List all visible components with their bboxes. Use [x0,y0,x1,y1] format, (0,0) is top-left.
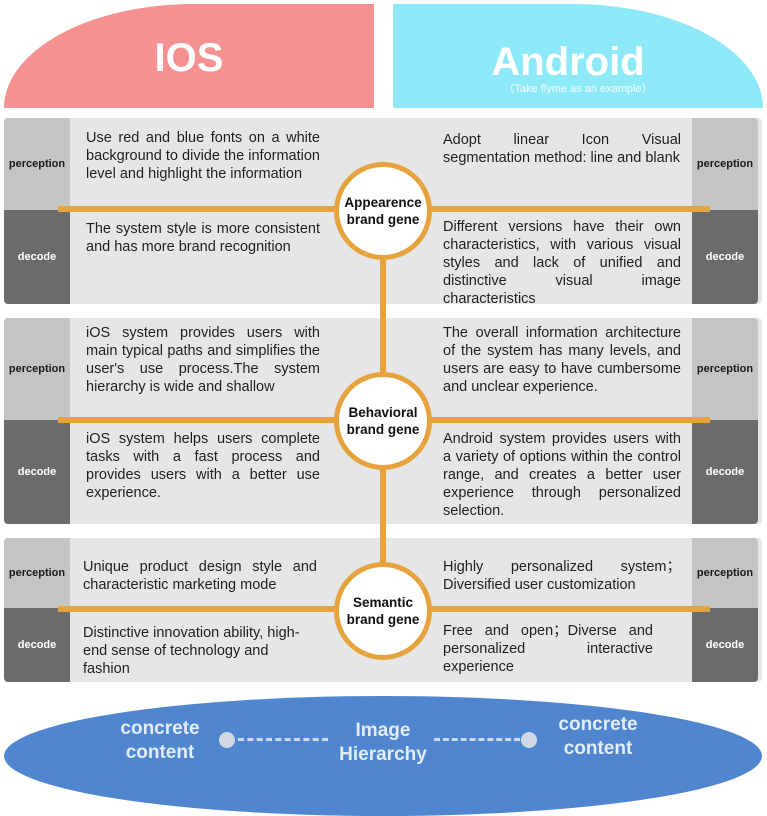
android-perception-text: Highly personalized system；Diversified u… [443,559,681,593]
android-perception-label: perception [692,318,758,420]
footer-right-text: concrete content [558,714,638,759]
ios-perception-label: perception [4,538,70,608]
appearance-gene-node: Appearence brand gene [334,162,432,260]
footer-left-dot [219,732,235,748]
semantic-gene-node: Semantic brand gene [334,562,432,660]
android-decode-text: Android system provides users with a var… [443,431,681,519]
android-perception-text: Adopt linear Icon Visual segmentation me… [443,132,681,166]
android-perception-label: perception [692,538,758,608]
ios-header: IOS [4,4,374,108]
footer-center-text: Image Hierarchy [339,720,427,765]
semantic-gene-label: Semantic brand gene [346,595,420,627]
android-title: Android [491,40,645,84]
android-header: Android （Take flyme as an example） [393,4,763,108]
ios-decode-label: decode [4,210,70,304]
ios-perception-text: Use red and blue fonts on a white backgr… [86,130,320,182]
footer-right-dot [521,732,537,748]
behavioral-gene-node: Behavioral brand gene [334,372,432,470]
ios-decode-text: iOS system helps users complete tasks wi… [86,431,320,501]
android-decode-text: Different versions have their own charac… [443,219,681,307]
ios-decode-label: decode [4,608,70,682]
ios-decode-text: Distinctive innovation ability, high-end… [83,625,300,677]
android-subtitle: （Take flyme as an example） [503,83,653,95]
android-decode-label: decode [692,210,758,304]
footer-left-dashed-line [238,738,328,741]
android-decode-text: Free and open；Diverse and personalized i… [443,623,653,675]
ios-decode-label: decode [4,420,70,524]
ios-perception-text: Unique product design style and characte… [83,559,317,593]
ios-title: IOS [154,36,224,80]
behavioral-gene-label: Behavioral brand gene [346,405,420,437]
appearance-gene-label: Appearence brand gene [344,195,422,227]
ios-perception-label: perception [4,118,70,210]
ios-decode-text: The system style is more consistent and … [86,221,320,255]
android-decode-label: decode [692,420,758,524]
footer-left-text: concrete content [120,718,200,763]
image-hierarchy-footer [4,696,762,816]
android-decode-label: decode [692,608,758,682]
ios-perception-label: perception [4,318,70,420]
android-perception-label: perception [692,118,758,210]
ios-perception-text: iOS system provides users with main typi… [86,325,320,395]
footer-right-dashed-line [434,738,520,741]
android-perception-text: The overall information architecture of … [443,325,681,395]
